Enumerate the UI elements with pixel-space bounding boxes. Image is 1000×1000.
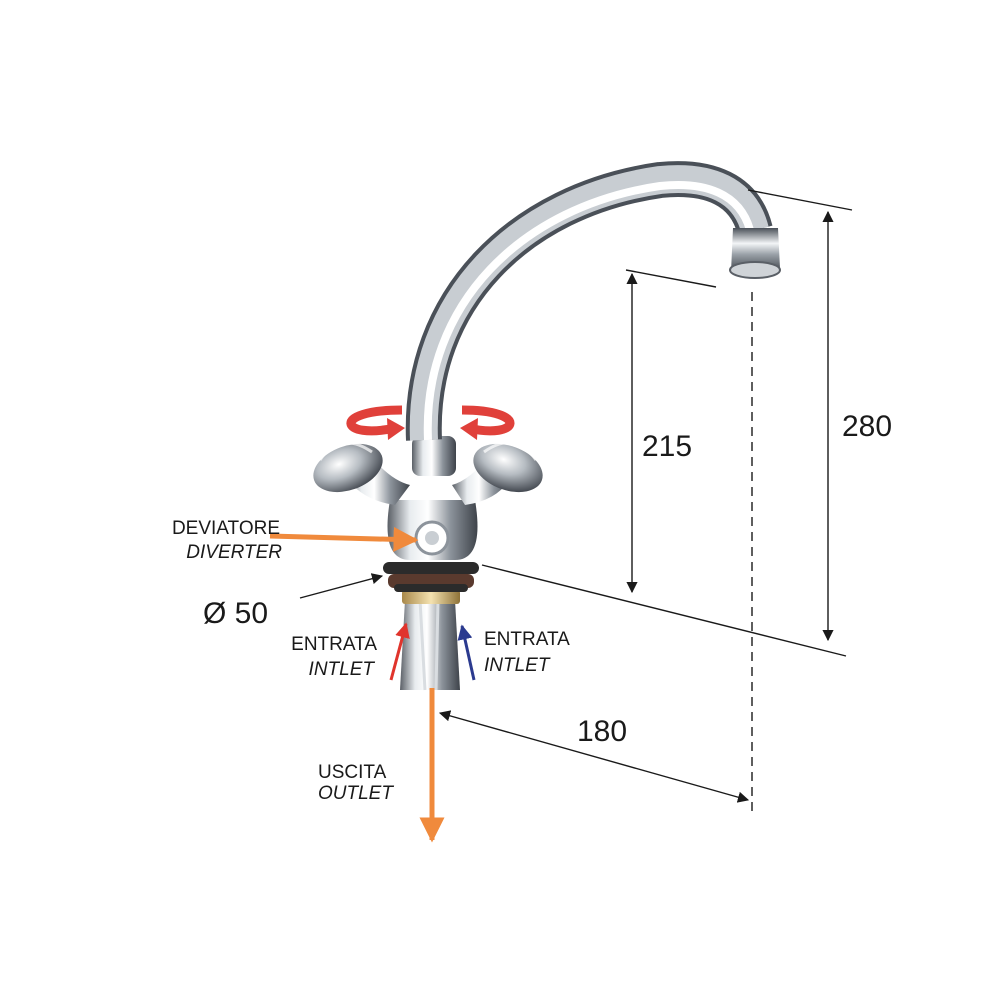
height-280-top-extension: [747, 189, 853, 211]
diameter-leader: [299, 573, 384, 599]
spout-tube: [405, 161, 773, 441]
base-extension-line: [481, 564, 847, 657]
diverter-arrow: [269, 526, 419, 552]
swivel-rotation-arrows-icon: [346, 405, 515, 440]
outlet-label-it: USCITA: [318, 762, 387, 783]
right-handle: [473, 443, 543, 493]
spout-collar: [412, 436, 456, 476]
hot-inlet-arrow: [389, 622, 410, 681]
diverter-label-it: DEVIATORE: [172, 518, 280, 539]
dimension-180-label: 180: [577, 715, 627, 748]
dimension-280-label: 280: [842, 410, 892, 443]
reach-180-dimension: [438, 710, 750, 803]
dimension-lines: [299, 189, 853, 812]
base-gasket: [383, 562, 479, 574]
hot-inlet-label-it: ENTRATA: [291, 634, 377, 655]
brass-nut: [402, 590, 460, 604]
cold-inlet-label-en: INTLET: [484, 655, 551, 676]
cold-inlet-label-it: ENTRATA: [484, 629, 570, 650]
diameter-label: Ø 50: [203, 597, 268, 630]
outlet-label-en: OUTLET: [318, 783, 394, 804]
mixer-tap-icon: [313, 161, 781, 691]
supply-shank: [400, 600, 460, 690]
diverter-label-en: DIVERTER: [186, 542, 282, 563]
dimension-215-label: 215: [642, 430, 692, 463]
cold-inlet-arrow: [457, 624, 476, 681]
spout-aerator: [731, 228, 780, 272]
hot-inlet-label-en: INTLET: [309, 659, 376, 680]
left-handle: [313, 443, 383, 493]
height-215-top-extension: [625, 269, 717, 288]
